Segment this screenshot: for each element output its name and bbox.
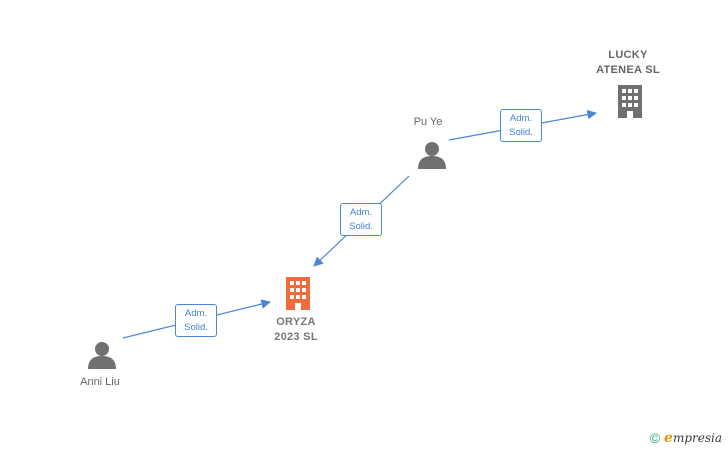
- relation-role: Adm.: [349, 207, 373, 218]
- person-icon[interactable]: [417, 140, 447, 170]
- empresia-watermark: © empresia: [650, 430, 722, 446]
- relation-badge[interactable]: Adm. Solid.: [340, 203, 382, 236]
- relation-badge[interactable]: Adm. Solid.: [500, 109, 542, 142]
- copyright-symbol: ©: [649, 430, 661, 446]
- node-label-pu-ye: Pu Ye: [413, 116, 443, 128]
- relation-role: Adm.: [184, 308, 208, 319]
- relation-type: Solid.: [509, 127, 533, 138]
- relation-type: Solid.: [349, 221, 373, 232]
- node-label-lucky-atenea: LUCKY ATENEA SL: [596, 49, 660, 76]
- node-label-oryza: ORYZA 2023 SL: [274, 316, 318, 343]
- relation-role: Adm.: [509, 113, 533, 124]
- building-icon[interactable]: [614, 84, 646, 118]
- relation-type: Solid.: [184, 322, 208, 333]
- relation-badge[interactable]: Adm. Solid.: [175, 304, 217, 337]
- building-icon[interactable]: [282, 276, 314, 310]
- node-label-anni-liu: Anni Liu: [80, 376, 120, 388]
- empresia-logo: empresia: [664, 430, 722, 446]
- person-icon[interactable]: [87, 340, 117, 370]
